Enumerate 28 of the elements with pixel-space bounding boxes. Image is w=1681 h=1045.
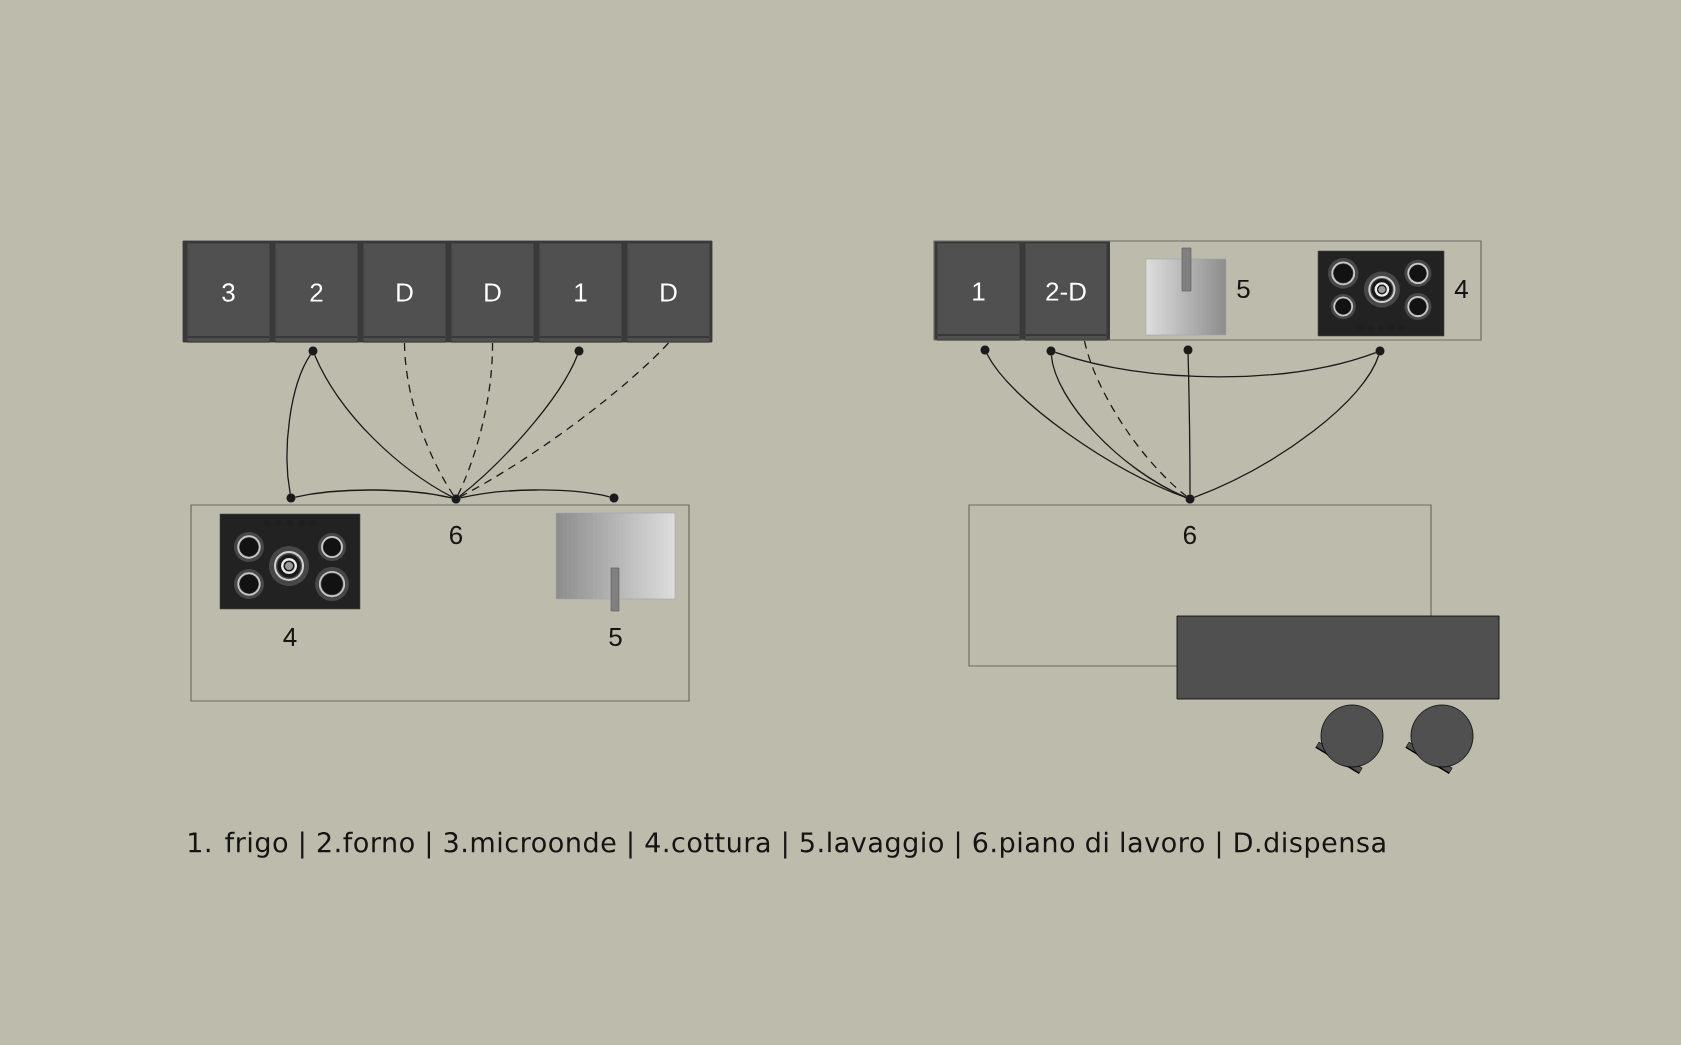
number-label: 4	[1454, 280, 1468, 298]
cabinet: D	[362, 242, 447, 343]
cabinet: D	[450, 242, 535, 343]
cabinet: 1	[936, 242, 1021, 341]
number-label: 5	[609, 627, 622, 647]
connector	[314, 354, 453, 498]
cabinet: 2-D	[1024, 242, 1108, 341]
connector	[294, 489, 453, 499]
dashed-connector	[459, 342, 670, 498]
number-label: 4	[283, 628, 297, 646]
cabinet: 1	[538, 242, 623, 343]
cabinet: D	[626, 242, 711, 343]
number-label: 5	[1237, 279, 1250, 299]
connector	[1054, 351, 1377, 378]
connector	[458, 354, 579, 497]
connector	[1187, 353, 1191, 496]
dashed-connector	[1083, 340, 1188, 497]
table	[1176, 615, 1500, 700]
connector	[459, 489, 611, 499]
connector	[986, 353, 1187, 499]
cabinet: 2	[274, 242, 359, 343]
key-text: 1. frigo | 2.forno | 3.microonde | 4.cottura | 5.lavaggio | 6.piano di lavoro | D.dispensa	[189, 831, 1385, 859]
dashed-connector	[403, 342, 455, 496]
dashed-connector	[457, 342, 494, 496]
cabinet: 3	[186, 242, 271, 343]
connector	[1193, 354, 1380, 499]
connector	[286, 354, 312, 495]
connector	[1050, 354, 1187, 498]
